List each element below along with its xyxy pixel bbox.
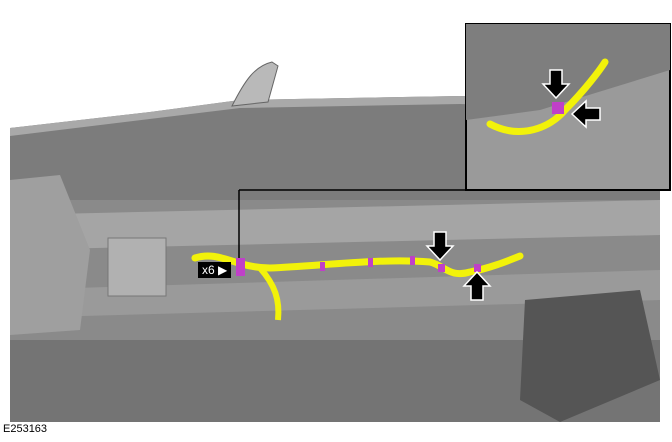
x6-arrow-icon: ▶ <box>218 263 228 277</box>
inset-down-arrow-icon <box>541 69 571 100</box>
figure-id: E253163 <box>3 423 48 435</box>
inset-left-arrow-icon <box>570 99 601 129</box>
callout-label: x6 <box>202 263 215 277</box>
detail-inset <box>465 23 671 191</box>
main-down-arrow-icon <box>425 231 455 262</box>
main-up-arrow-icon <box>462 270 492 301</box>
quantity-callout: x6 ▶ <box>198 262 232 278</box>
harness-clips <box>236 256 481 276</box>
a-pillar-trim <box>231 61 279 107</box>
